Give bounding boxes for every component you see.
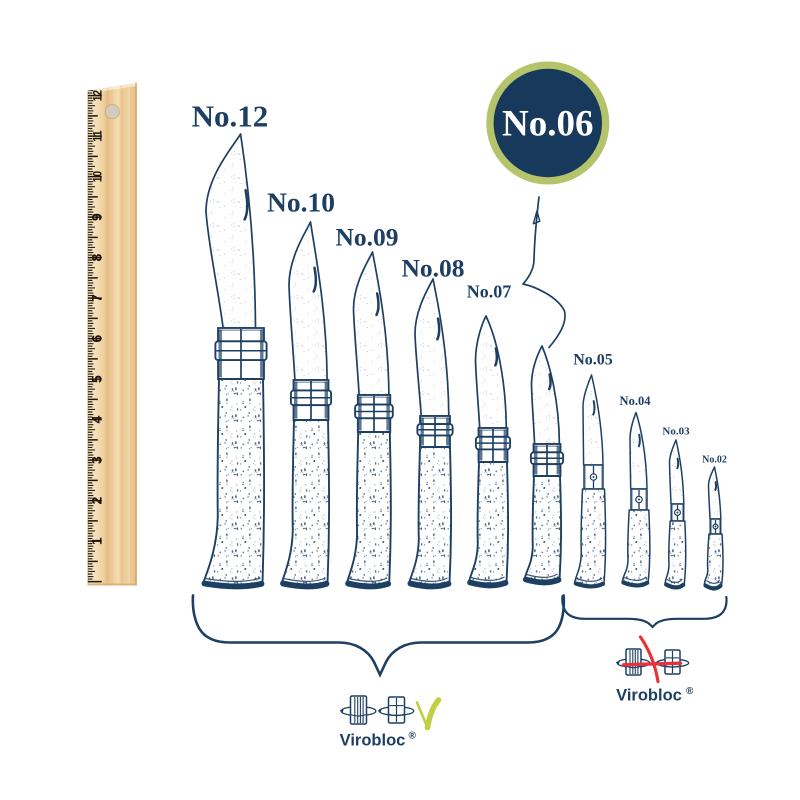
svg-text:No.06: No.06 [502,104,593,145]
svg-text:No.10: No.10 [267,187,335,218]
svg-text:No.02: No.02 [702,455,727,466]
svg-text:No.03: No.03 [662,426,690,438]
svg-text:6: 6 [89,334,105,342]
svg-text:Virobloc: Virobloc [616,687,682,705]
svg-text:8: 8 [89,253,105,261]
svg-text:10: 10 [91,171,105,182]
svg-text:Virobloc: Virobloc [340,732,406,750]
svg-text:No.12: No.12 [192,99,269,134]
svg-text:12: 12 [91,90,105,101]
svg-text:3: 3 [89,456,105,464]
svg-text:No.07: No.07 [467,282,512,302]
svg-text:11: 11 [91,130,105,141]
svg-text:No.08: No.08 [401,254,464,283]
svg-text:No.04: No.04 [620,394,652,408]
svg-text:5: 5 [89,375,105,383]
svg-text:7: 7 [89,294,105,302]
svg-text:4: 4 [89,415,105,423]
svg-text:1: 1 [89,537,105,545]
svg-text:®: ® [686,686,694,697]
svg-text:®: ® [409,731,417,742]
svg-text:No.09: No.09 [335,223,398,252]
svg-text:9: 9 [89,213,105,221]
svg-text:2: 2 [89,496,105,504]
svg-text:No.05: No.05 [573,352,613,369]
